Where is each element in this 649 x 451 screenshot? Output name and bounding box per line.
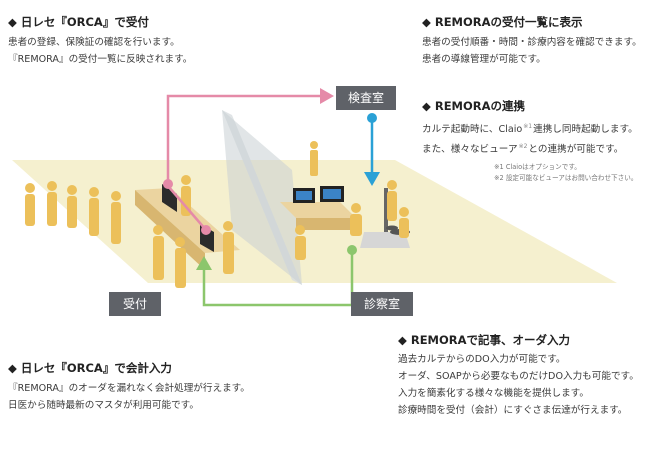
section-remora-list: ◆ REMORAの受付一覧に表示 患者の受付順番・時間・診療内容を確認できます。… [422,14,642,68]
line-text: 連携し同時起動します。 [533,124,638,136]
section-heading: ◆ REMORAで記事、オーダ入力 [398,333,571,347]
section-line: 患者の受付順番・時間・診療内容を確認できます。 [422,37,642,48]
section-line: また、様々なビューア※2との連携が可能です。 [422,138,638,158]
person-figure [295,225,306,260]
consult-monitors [293,186,344,203]
section-heading: ◆ 日レセ『ORCA』で受付 [8,15,149,29]
consult-desk-side [296,218,356,230]
footnote-marker: ※1 [523,123,533,130]
person-figure [310,141,318,176]
person-figure [175,237,186,288]
section-orca-reception: ◆ 日レセ『ORCA』で受付 患者の登録、保険証の確認を行います。 『REMOR… [8,14,192,68]
section-line: 患者の導線管理が可能です。 [422,54,546,65]
consult-desk-top [280,202,356,218]
person-figure [223,221,234,274]
line-text: また、様々なビューア [422,144,518,156]
pink-connector [167,185,211,235]
section-line: カルテ起動時に、Claio※1連携し同時起動します。 [422,118,638,138]
green-flow-arrow [196,245,357,307]
section-line: オーダ、SOAPから必要なものだけDO入力も可能です。 [398,371,639,382]
section-line: 日医から随時最新のマスタが利用可能です。 [8,400,199,411]
section-line: 診療時間を受付（会計）にすぐさま伝達が行えます。 [398,405,628,416]
section-remora-records: ◆ REMORAで記事、オーダ入力 過去カルテからのDO入力が可能です。 オーダ… [398,332,639,419]
person-figure [47,181,57,226]
person-figure [153,225,164,280]
person-figure [399,207,409,238]
person-figure [387,180,397,221]
reception-monitor-1 [162,184,177,212]
person-figure [67,185,77,228]
people-figures [25,141,409,288]
footnote: ※2 設定可能なビューアはお問い合わせ下さい。 [494,174,638,183]
room-label-reception: 受付 [109,292,161,316]
section-line: 患者の登録、保険証の確認を行います。 [8,37,180,48]
section-line: 『REMORA』の受付一覧に反映されます。 [8,54,193,65]
section-line: 入力を簡素化する様々な機能を提供します。 [398,388,589,399]
person-figure [111,191,121,244]
section-line: 『REMORA』のオーダを漏れなく会計処理が行えます。 [8,383,250,394]
section-remora-link: ◆ REMORAの連携 カルテ起動時に、Claio※1連携し同時起動します。 ま… [422,98,638,184]
section-line: 過去カルテからのDO入力が可能です。 [398,354,566,365]
section-heading: ◆ REMORAの連携 [422,99,526,113]
section-heading: ◆ 日レセ『ORCA』で会計入力 [8,361,172,375]
line-text: カルテ起動時に、Claio [422,124,523,136]
pink-flow-arrow [163,88,334,189]
person-figure [25,183,35,226]
room-label-exam: 検査室 [336,86,396,110]
line-text: との連携が可能です。 [528,144,624,156]
section-orca-billing: ◆ 日レセ『ORCA』で会計入力 『REMORA』のオーダを漏れなく会計処理が行… [8,360,250,414]
section-heading: ◆ REMORAの受付一覧に表示 [422,15,583,29]
glass-partition-face [222,110,302,285]
person-figure [350,203,362,236]
reception-counter-side [135,190,205,270]
footnote-marker: ※2 [518,143,528,151]
blue-flow-arrow [364,113,380,186]
footnote: ※1 Claioはオプションです。 [494,163,581,172]
room-label-consultation: 診察室 [351,292,413,316]
person-figure [89,187,99,236]
